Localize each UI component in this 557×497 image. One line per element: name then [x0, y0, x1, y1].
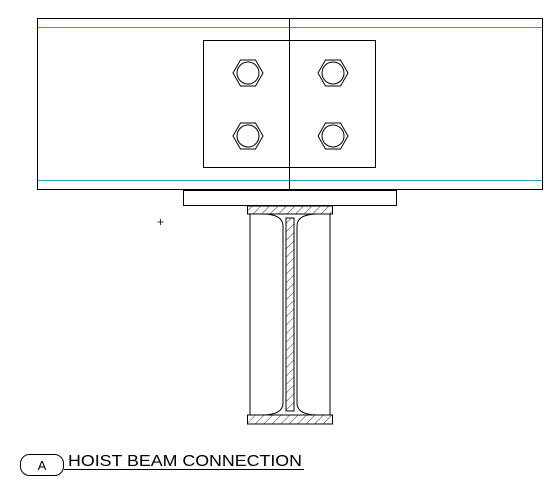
splice-plate — [203, 40, 376, 168]
bolt-washer-circle — [236, 61, 260, 85]
bolt-group — [232, 59, 349, 150]
column-web — [285, 217, 295, 412]
bolt-icon — [317, 122, 349, 150]
bolt-washer-circle — [236, 124, 260, 148]
bolt-head-hexagon — [232, 122, 264, 150]
bolt-washer-circle — [321, 124, 345, 148]
detail-title: HOIST BEAM CONNECTION — [68, 453, 302, 470]
bolt-washer-circle — [321, 61, 345, 85]
bolt-icon — [232, 122, 264, 150]
bolt-head-hexagon — [232, 59, 264, 87]
detail-tag-letter: A — [38, 458, 47, 473]
cap-plate — [183, 190, 397, 206]
column-right-inner-face — [296, 213, 319, 416]
bolt-icon — [232, 59, 264, 87]
reference-cross-mark — [157, 219, 164, 225]
bolt-head-hexagon — [317, 59, 349, 87]
column-bottom-flange — [247, 414, 333, 425]
detail-tag-bubble — [20, 454, 64, 476]
hoist-column — [247, 205, 333, 425]
detail-callout: A HOIST BEAM CONNECTION — [20, 453, 304, 476]
bolt-icon — [317, 59, 349, 87]
column-top-flange — [247, 205, 333, 215]
bolt-head-hexagon — [317, 122, 349, 150]
column-left-inner-face — [261, 213, 284, 416]
